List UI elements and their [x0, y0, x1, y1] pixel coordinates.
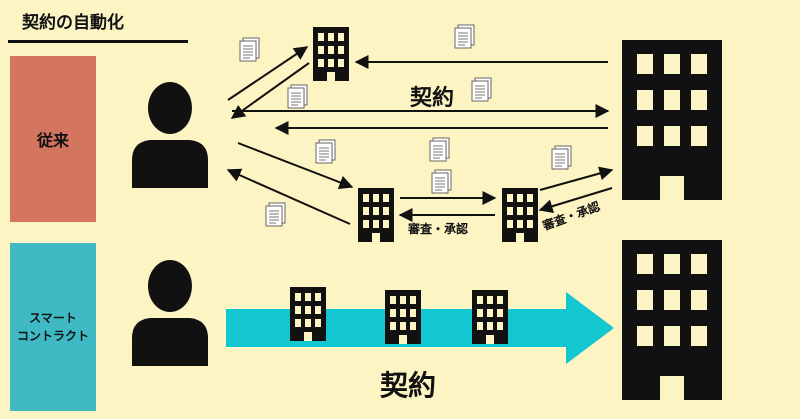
large-building-icon-smart [622, 240, 722, 400]
smart-contract-box: スマート コントラクト [10, 243, 96, 411]
document-icon-9 [265, 202, 286, 227]
building-icon-middle-right [502, 188, 538, 242]
contract-label-smart: 契約 [380, 369, 437, 402]
document-icon-1 [239, 37, 260, 62]
building-icon-top [313, 27, 349, 81]
arrow-icon-middle-to-person [226, 168, 351, 225]
document-icon-2 [287, 84, 308, 109]
smart-contract-label-line2: コントラクト [16, 329, 89, 343]
document-icon-6 [429, 137, 450, 162]
review-approval-label-1: 審査・承認 [408, 222, 469, 236]
document-icon-5 [315, 139, 336, 164]
arrow-icon-company-to-middle-right [538, 187, 613, 214]
building-icon-middle-left [358, 188, 394, 242]
arrow-icon-middle-right-to-company [539, 166, 614, 191]
large-building-icon-traditional [622, 40, 722, 200]
person-icon-traditional [132, 82, 208, 188]
traditional-box: 従来 [10, 56, 96, 222]
traditional-label: 従来 [36, 131, 69, 150]
document-icon-8 [551, 145, 572, 170]
document-icon-7 [431, 169, 452, 194]
arrow-icon-person-to-top [227, 46, 309, 101]
document-icon-3 [454, 24, 475, 49]
title-underline [8, 40, 188, 43]
arrow-icon-top-to-person [230, 62, 310, 119]
document-icon-4 [471, 77, 492, 102]
diagram-title: 契約の自動化 [22, 13, 124, 33]
contract-label-traditional: 契約 [410, 86, 455, 111]
arrow-icon-person-to-middle [237, 142, 354, 189]
smart-contract-label-line1: スマート [29, 311, 77, 325]
person-icon-smart [132, 260, 208, 366]
